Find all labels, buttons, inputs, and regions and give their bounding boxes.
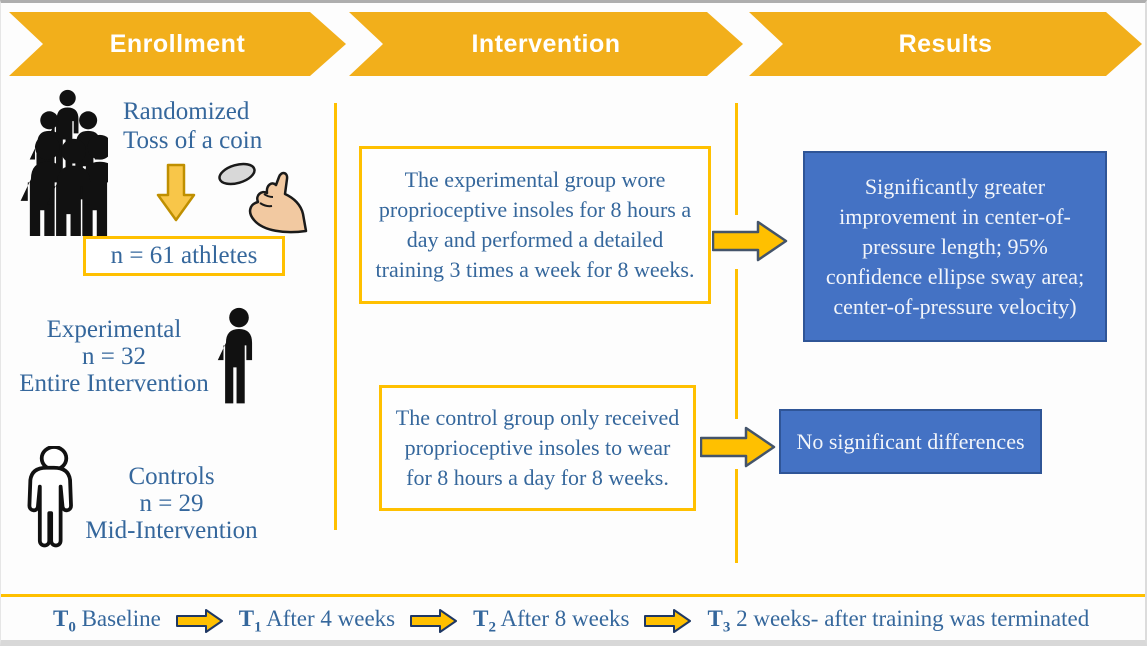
- timeline-t1: T1 After 4 weeks: [239, 606, 395, 637]
- timeline-t1-symbol: T: [238, 605, 255, 631]
- experimental-group-label: Experimental n = 32 Entire Intervention: [9, 316, 219, 397]
- controls-line1: Controls: [128, 463, 215, 490]
- right-arrow-icon: [712, 220, 788, 262]
- timeline-t2-symbol: T: [473, 605, 489, 631]
- results-control-text: No significant differences: [796, 428, 1025, 454]
- randomized-line2: Toss of a coin: [123, 127, 263, 154]
- person-outline-icon: [27, 446, 73, 548]
- banner-enrollment: Enrollment: [9, 12, 346, 76]
- timeline-arrow-icon: [175, 609, 223, 633]
- banner-enrollment-label: Enrollment: [109, 29, 246, 58]
- timeline-arrow-icon: [644, 609, 692, 633]
- timeline-t0-label: Baseline: [81, 605, 161, 631]
- timeline-t2-label: After 8 weeks: [500, 605, 630, 631]
- intervention-control-text: The control group only received proprioc…: [395, 405, 680, 490]
- timeline-t3-label: 2 weeks- after training was terminated: [736, 605, 1090, 631]
- n61-label: n = 61 athletes: [110, 242, 258, 269]
- crowd-icon: [6, 88, 108, 236]
- controls-line2: n = 29: [139, 490, 204, 517]
- experimental-line3: Entire Intervention: [19, 370, 209, 397]
- timeline-t3-symbol: T: [707, 605, 723, 631]
- person-solid-icon: [214, 307, 264, 405]
- divider-right-middle: [735, 269, 738, 419]
- controls-line3: Mid-Intervention: [85, 517, 258, 544]
- banner-results-label: Results: [898, 29, 993, 58]
- results-control-box: No significant differences: [779, 409, 1042, 474]
- results-experimental-text: Significantly greater improvement in cen…: [825, 173, 1085, 319]
- banner-intervention-label: Intervention: [471, 29, 621, 58]
- timeline-t2-sub: 2: [488, 619, 496, 636]
- timeline-arrow-icon: [410, 609, 458, 633]
- divider-right-bottom: [735, 469, 738, 563]
- timeline-t3-sub: 3: [722, 619, 731, 636]
- timeline-t1-sub: 1: [254, 619, 262, 636]
- timeline-t0: T0 Baseline: [53, 606, 161, 637]
- banner-intervention: Intervention: [349, 12, 743, 76]
- intervention-experimental-box: The experimental group wore propriocepti…: [359, 146, 711, 304]
- divider-right-top: [735, 103, 738, 215]
- experimental-line2: n = 32: [81, 343, 147, 370]
- randomized-label: Randomized Toss of a coin: [123, 97, 313, 155]
- results-experimental-box: Significantly greater improvement in cen…: [803, 151, 1107, 342]
- randomized-line1: Randomized: [123, 98, 250, 125]
- timeline-t3: T3 2 weeks- after training was terminate…: [707, 606, 1089, 637]
- timeline-separator: [1, 594, 1145, 597]
- timeline-t2: T2 After 8 weeks: [473, 606, 629, 637]
- intervention-control-box: The control group only received proprioc…: [379, 385, 696, 511]
- timeline-t0-symbol: T: [53, 605, 69, 631]
- timeline: T0 Baseline T1 After 4 weeks T2 After 8 …: [53, 601, 1089, 640]
- divider-left: [334, 103, 337, 530]
- coin-toss-icon: [218, 162, 308, 234]
- controls-group-label: Controls n = 29 Mid-Intervention: [69, 463, 274, 544]
- intervention-experimental-text: The experimental group wore propriocepti…: [375, 167, 695, 282]
- banner-results: Results: [749, 12, 1142, 76]
- experimental-line1: Experimental: [46, 316, 182, 343]
- down-arrow-icon: [156, 163, 196, 222]
- timeline-t1-label: After 4 weeks: [266, 605, 396, 631]
- timeline-t0-sub: 0: [68, 619, 76, 636]
- n61-box: n = 61 athletes: [83, 236, 285, 276]
- right-arrow-icon: [700, 426, 776, 468]
